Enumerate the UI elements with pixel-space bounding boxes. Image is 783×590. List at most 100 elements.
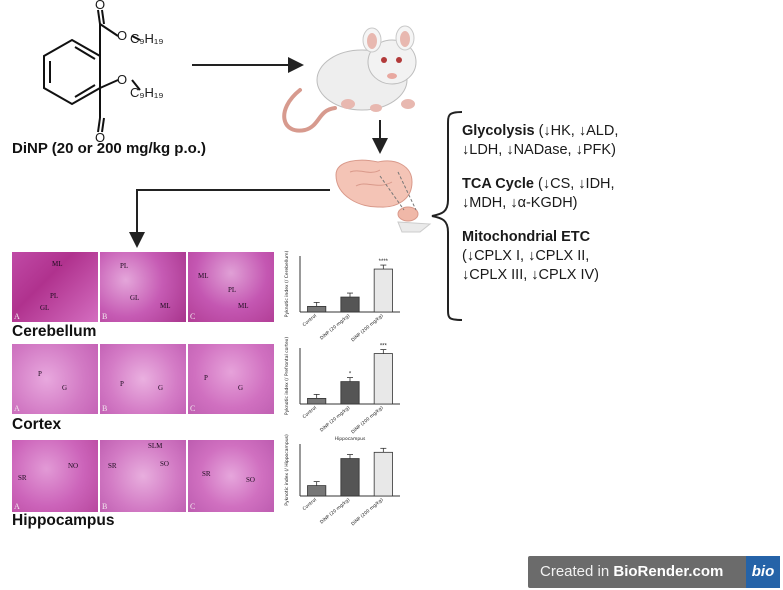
biorender-logo-badge: bio	[746, 556, 780, 588]
chart-y-label: Pyknotic index (/ Cerebellum)	[284, 251, 290, 318]
layer-tag: SR	[202, 470, 211, 478]
layer-tag: ML	[52, 260, 63, 268]
region-label-cerebellum: Cerebellum	[12, 323, 97, 340]
effect-text: (↓CS, ↓IDH,	[538, 176, 615, 192]
panel-letter: B	[102, 404, 108, 413]
chart-category-label: Control	[302, 313, 318, 328]
biorender-credit: Created in BioRender.com bio	[528, 556, 780, 588]
credit-prefix: Created in	[540, 563, 614, 580]
chart-bar	[307, 305, 327, 313]
layer-tag: G	[62, 384, 68, 392]
layer-tag: P	[120, 380, 124, 388]
chart-category-label: DiNP (200 mg/kg)	[350, 313, 385, 343]
histology-panel-cerebellum-a: ML PL GL A	[12, 252, 98, 322]
histology-panel-cortex-b: P G B	[100, 344, 186, 414]
effect-heading: Mitochondrial ETC	[462, 229, 591, 245]
bar-chart-hippocampus: Pyknotic index (/ Hippocampus) Hippocampu…	[284, 434, 400, 527]
effect-text: ↓LDH, ↓NADase, ↓PFK)	[462, 142, 616, 158]
chart-y-label: Pyknotic index (/ Prefrontal cortex)	[284, 337, 290, 415]
chart-category-label: DiNP (20 mg/kg)	[319, 313, 351, 342]
rat-illustration	[282, 25, 417, 133]
layer-tag: G	[238, 384, 244, 392]
layer-tag: ML	[160, 302, 171, 310]
panel-letter: C	[190, 404, 196, 413]
panel-letter: C	[190, 502, 196, 511]
chart-category-label: Control	[302, 497, 318, 512]
chart-bar	[340, 458, 360, 497]
ester-oxygen-top: O	[117, 28, 128, 43]
layer-tag: ML	[198, 272, 209, 280]
bar-chart-cortex: Pyknotic index (/ Prefrontal cortex) Cont…	[284, 337, 400, 435]
effect-text: (↓HK, ↓ALD,	[538, 123, 619, 139]
layer-tag: SO	[246, 476, 255, 484]
layer-tag: G	[158, 384, 164, 392]
carbonyl-oxygen-top: O	[95, 0, 106, 12]
layer-tag: SR	[108, 462, 117, 470]
layer-tag: PL	[228, 286, 237, 294]
curly-brace	[431, 111, 463, 321]
chart-y-label: Pyknotic index (/ Hippocampus)	[284, 434, 290, 506]
chart-bar	[373, 268, 393, 313]
histology-panel-cortex-c: P G C	[188, 344, 274, 414]
histology-panel-hippocampus-a: SR NO A	[12, 440, 98, 512]
dosage-label: DiNP (20 or 200 mg/kg p.o.)	[12, 140, 206, 157]
chart-category-label: DiNP (200 mg/kg)	[350, 405, 385, 435]
arrow-brain-to-histology	[129, 189, 330, 248]
layer-tag: PL	[120, 262, 129, 270]
layer-tag: P	[204, 374, 208, 382]
histology-panel-hippocampus-b: SR SLM SO B	[100, 440, 186, 512]
layer-tag: P	[38, 370, 42, 378]
effect-text: (↓CPLX I, ↓CPLX II,	[462, 248, 590, 264]
chart-bar	[373, 353, 393, 405]
effect-mitochondrial-etc: Mitochondrial ETC (↓CPLX I, ↓CPLX II, ↓C…	[462, 228, 682, 285]
histology-panel-cerebellum-c: ML PL ML C	[188, 252, 274, 322]
chart-category-label: DiNP (20 mg/kg)	[319, 405, 351, 434]
chart-bar	[307, 397, 327, 405]
effect-text: ↓CPLX III, ↓CPLX IV)	[462, 267, 599, 283]
substituent-top: C₉H₁₉	[130, 31, 164, 46]
chart-category-label: DiNP (20 mg/kg)	[319, 497, 351, 526]
histology-panel-hippocampus-c: SR SO C	[188, 440, 274, 512]
effect-heading: Glycolysis	[462, 123, 535, 139]
brain-illustration	[335, 159, 432, 233]
panel-letter: A	[14, 312, 20, 321]
chart-category-label: DiNP (200 mg/kg)	[350, 497, 385, 527]
region-label-hippocampus: Hippocampus	[12, 512, 115, 529]
chart-bar	[307, 485, 327, 497]
chart-significance: ***	[380, 344, 388, 350]
layer-tag: GL	[40, 304, 50, 312]
histology-panel-cortex-a: P G A	[12, 344, 98, 414]
layer-tag: SLM	[148, 442, 163, 450]
layer-tag: NO	[68, 462, 79, 470]
histology-panel-cerebellum-b: PL GL ML B	[100, 252, 186, 322]
effect-heading: TCA Cycle	[462, 176, 534, 192]
chart-title: Hippocampus	[335, 436, 366, 442]
panel-letter: B	[102, 502, 108, 511]
metabolic-effects-list: Glycolysis (↓HK, ↓ALD, ↓LDH, ↓NADase, ↓P…	[462, 122, 682, 300]
carbonyl-oxygen-bottom: O	[95, 130, 106, 145]
ester-oxygen-bottom: O	[117, 72, 128, 87]
effect-glycolysis: Glycolysis (↓HK, ↓ALD, ↓LDH, ↓NADase, ↓P…	[462, 122, 682, 160]
layer-tag: SR	[18, 474, 27, 482]
layer-tag: PL	[50, 292, 59, 300]
effect-tca-cycle: TCA Cycle (↓CS, ↓IDH, ↓MDH, ↓α-KGDH)	[462, 175, 682, 213]
effect-text: ↓MDH, ↓α-KGDH)	[462, 195, 578, 211]
substituent-bottom: C₉H₁₉	[130, 85, 164, 100]
chart-significance: ****	[379, 259, 389, 265]
chart-bar	[340, 381, 360, 405]
dinp-structure	[43, 9, 141, 133]
layer-tag: SO	[160, 460, 169, 468]
region-label-cortex: Cortex	[12, 416, 62, 433]
layer-tag: ML	[238, 302, 249, 310]
chart-bar	[373, 451, 393, 497]
layer-tag: GL	[130, 294, 140, 302]
chart-significance: *	[349, 372, 352, 378]
panel-letter: A	[14, 502, 20, 511]
panel-letter: C	[190, 312, 196, 321]
chart-category-label: Control	[302, 405, 318, 420]
chart-bar	[340, 296, 360, 313]
panel-letter: B	[102, 312, 108, 321]
panel-letter: A	[14, 404, 20, 413]
